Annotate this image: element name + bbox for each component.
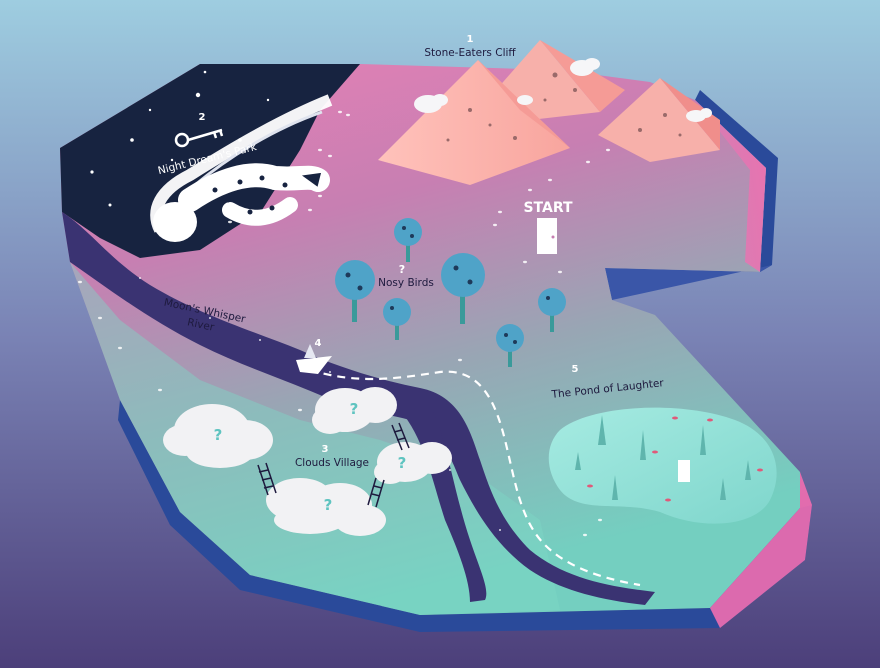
meadow-region xyxy=(70,262,560,615)
tree xyxy=(394,218,422,262)
tree xyxy=(538,288,566,332)
location-name-nosy-birds[interactable]: Nosy Birds xyxy=(378,277,434,289)
cloud-marker[interactable]: ? xyxy=(214,426,223,444)
cloud xyxy=(312,387,397,434)
tree xyxy=(383,298,411,340)
location-name-clouds-village[interactable]: Clouds Village xyxy=(295,457,369,469)
tree xyxy=(335,260,375,322)
board-edge-right xyxy=(605,265,772,300)
location-number-1: 1 xyxy=(467,34,474,45)
footprints xyxy=(78,110,610,537)
river-sparkles xyxy=(139,277,501,531)
location-number-2: 2 xyxy=(199,112,206,123)
cloud xyxy=(266,478,386,536)
tree xyxy=(441,253,485,324)
pond-door[interactable] xyxy=(678,460,690,482)
start-door[interactable] xyxy=(537,218,557,254)
cloud xyxy=(374,442,452,484)
paper-boat-icon[interactable] xyxy=(296,344,332,374)
location-number-5: 5 xyxy=(572,364,579,375)
river-branch xyxy=(400,388,487,602)
stone-eaters-cliff[interactable] xyxy=(378,40,720,185)
ladders xyxy=(257,422,410,508)
board-side-pink xyxy=(695,100,766,272)
location-name-stone-eaters-cliff[interactable]: Stone-Eaters Cliff xyxy=(424,47,516,59)
cloud xyxy=(163,404,273,468)
boat-route-dashed xyxy=(309,368,641,587)
key-icon[interactable] xyxy=(174,128,224,148)
start-label[interactable]: START xyxy=(523,200,573,216)
location-number-4: 4 xyxy=(315,338,322,349)
nosy-birds-trees[interactable] xyxy=(335,218,566,367)
board-edge-pink xyxy=(695,90,778,272)
pond-of-laughter[interactable] xyxy=(548,407,777,524)
cloud-marker[interactable]: ? xyxy=(350,400,359,418)
cloud-marker[interactable]: ? xyxy=(324,496,333,514)
nosy-birds-marker[interactable]: ? xyxy=(399,263,405,276)
river-name-line2[interactable]: River xyxy=(186,316,216,334)
location-number-3: 3 xyxy=(322,444,329,455)
clouds-village[interactable]: ? ? ? ? xyxy=(163,387,452,536)
tree xyxy=(496,324,524,367)
cloud-marker[interactable]: ? xyxy=(398,454,407,472)
board-side-pink-lower xyxy=(710,472,812,628)
dreaming-girl-illustration xyxy=(150,94,333,242)
